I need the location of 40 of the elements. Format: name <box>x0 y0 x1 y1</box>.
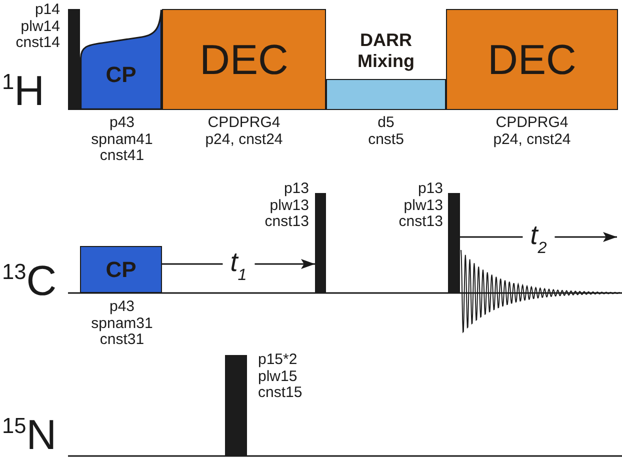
block-label: CP <box>106 258 136 280</box>
parameter-label: p43 <box>109 115 135 131</box>
parameter-label: cnst13 <box>398 214 443 230</box>
decoupling-block <box>162 9 326 110</box>
cp-block <box>80 246 162 293</box>
parameter-label: cnst5 <box>368 132 404 148</box>
parameter-label: plw15 <box>258 368 298 384</box>
ramp-shape <box>80 9 162 110</box>
channel-label: $^{1}$H <box>2 70 44 116</box>
parameter-label: p15*2 <box>258 352 298 368</box>
parameter-label: plw14 <box>20 18 60 34</box>
parameter-label: spnam41 <box>91 132 153 148</box>
parameter-label: p24, cnst24 <box>493 132 571 148</box>
parameter-label: p13 <box>418 181 443 197</box>
parameter-label: p43 <box>109 299 135 315</box>
parameter-label: cnst41 <box>100 148 144 164</box>
block-label: DEC <box>488 38 576 80</box>
parameter-label: p24, cnst24 <box>205 132 283 148</box>
channel-label: $^{13}$C <box>2 260 57 306</box>
parameter-label: d5 <box>378 115 394 131</box>
parameter-label: p13 <box>284 181 309 197</box>
parameter-label: CPDPRG4 <box>496 115 568 131</box>
block-label: CP <box>106 64 136 86</box>
block-label: DEC <box>200 38 288 80</box>
parameter-label: p14 <box>34 2 60 18</box>
pulse-bar <box>315 193 326 293</box>
pulse-bar <box>225 355 247 456</box>
parameter-label: cnst13 <box>264 214 309 230</box>
channel-label: $^{15}$N <box>2 414 57 460</box>
pulse-bar <box>448 193 460 293</box>
parameter-label: spnam31 <box>91 316 153 332</box>
parameter-label: cnst31 <box>100 332 144 348</box>
parameter-label: cnst15 <box>258 385 302 401</box>
pulse-bar <box>68 9 80 110</box>
parameter-label: CPDPRG4 <box>208 115 280 131</box>
parameter-label: cnst14 <box>16 35 60 51</box>
parameter-label: plw13 <box>404 198 443 214</box>
decoupling-block <box>446 9 618 110</box>
block-heading: DARR Mixing <box>356 30 416 72</box>
parameter-label: plw13 <box>270 198 309 214</box>
